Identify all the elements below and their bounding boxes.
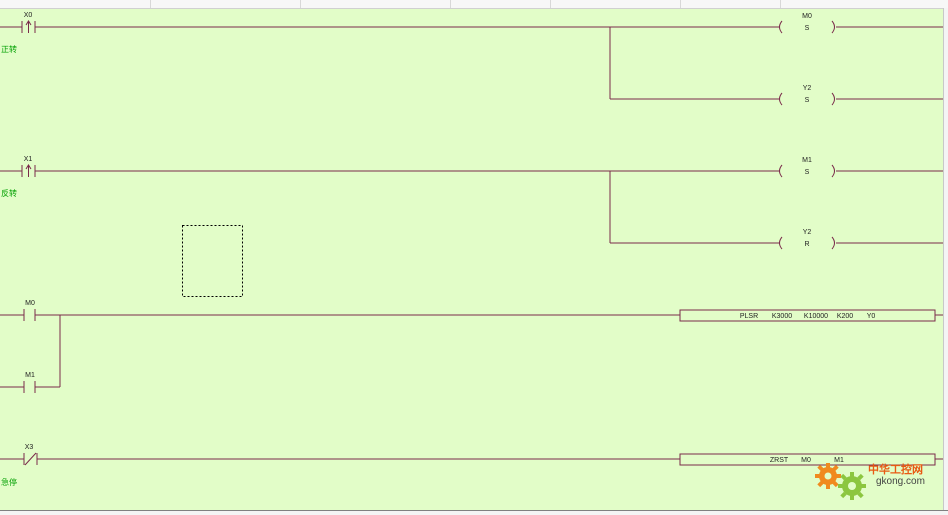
watermark-title: 中华工控网 (868, 463, 923, 476)
instruction-op: ZRST (770, 457, 789, 464)
ruler-tick (150, 0, 151, 8)
coil-device-label: M0 (802, 13, 812, 20)
instruction-operand: K10000 (804, 313, 828, 320)
gkong-watermark: 中华工控网 gkong.com (812, 458, 942, 504)
m0-contact[interactable] (23, 309, 36, 321)
coil-m0[interactable] (779, 20, 835, 34)
instruction-operand: M1 (834, 457, 844, 464)
rung-2[interactable] (0, 164, 943, 250)
coil-device-label: M1 (802, 157, 812, 164)
x0-rising-contact[interactable] (21, 20, 36, 33)
instruction-op: PLSR (740, 313, 758, 320)
vertical-scrollbar[interactable] (943, 8, 948, 514)
comment-label: 急停 (1, 477, 17, 487)
edit-cursor[interactable] (182, 225, 243, 297)
column-ruler (0, 0, 948, 9)
coil-instruction-label: S (805, 97, 810, 104)
device-label: M1 (25, 372, 35, 379)
device-label: X3 (25, 444, 34, 451)
watermark-url: gkong.com (876, 476, 925, 487)
instruction-operand: M0 (801, 457, 811, 464)
x1-rising-contact[interactable] (21, 164, 36, 177)
ruler-tick (550, 0, 551, 8)
ruler-tick (680, 0, 681, 8)
coil-y2-reset[interactable] (779, 236, 835, 250)
ruler-tick (780, 0, 781, 8)
comment-label: 正转 (1, 44, 17, 54)
gear-logo-icon (815, 463, 866, 500)
rung-4[interactable] (0, 452, 943, 466)
ruler-tick (450, 0, 451, 8)
device-label: X1 (24, 156, 33, 163)
instruction-operand: Y0 (867, 313, 876, 320)
coil-m1[interactable] (779, 164, 835, 178)
rung-1[interactable] (0, 20, 943, 106)
rung-3[interactable] (0, 309, 943, 393)
window-bottom-border (0, 510, 948, 515)
ruler-tick (300, 0, 301, 8)
instruction-operand: K200 (837, 313, 853, 320)
comment-label: 反转 (1, 188, 17, 198)
coil-device-label: Y2 (803, 85, 812, 92)
coil-y2-set[interactable] (779, 92, 835, 106)
m1-contact[interactable] (23, 381, 36, 393)
instruction-operand: K3000 (772, 313, 792, 320)
device-label: M0 (25, 300, 35, 307)
device-label: X0 (24, 12, 33, 19)
coil-instruction-label: R (804, 241, 809, 248)
coil-device-label: Y2 (803, 229, 812, 236)
coil-instruction-label: S (805, 169, 810, 176)
coil-instruction-label: S (805, 25, 810, 32)
x3-nc-contact[interactable] (23, 452, 38, 466)
